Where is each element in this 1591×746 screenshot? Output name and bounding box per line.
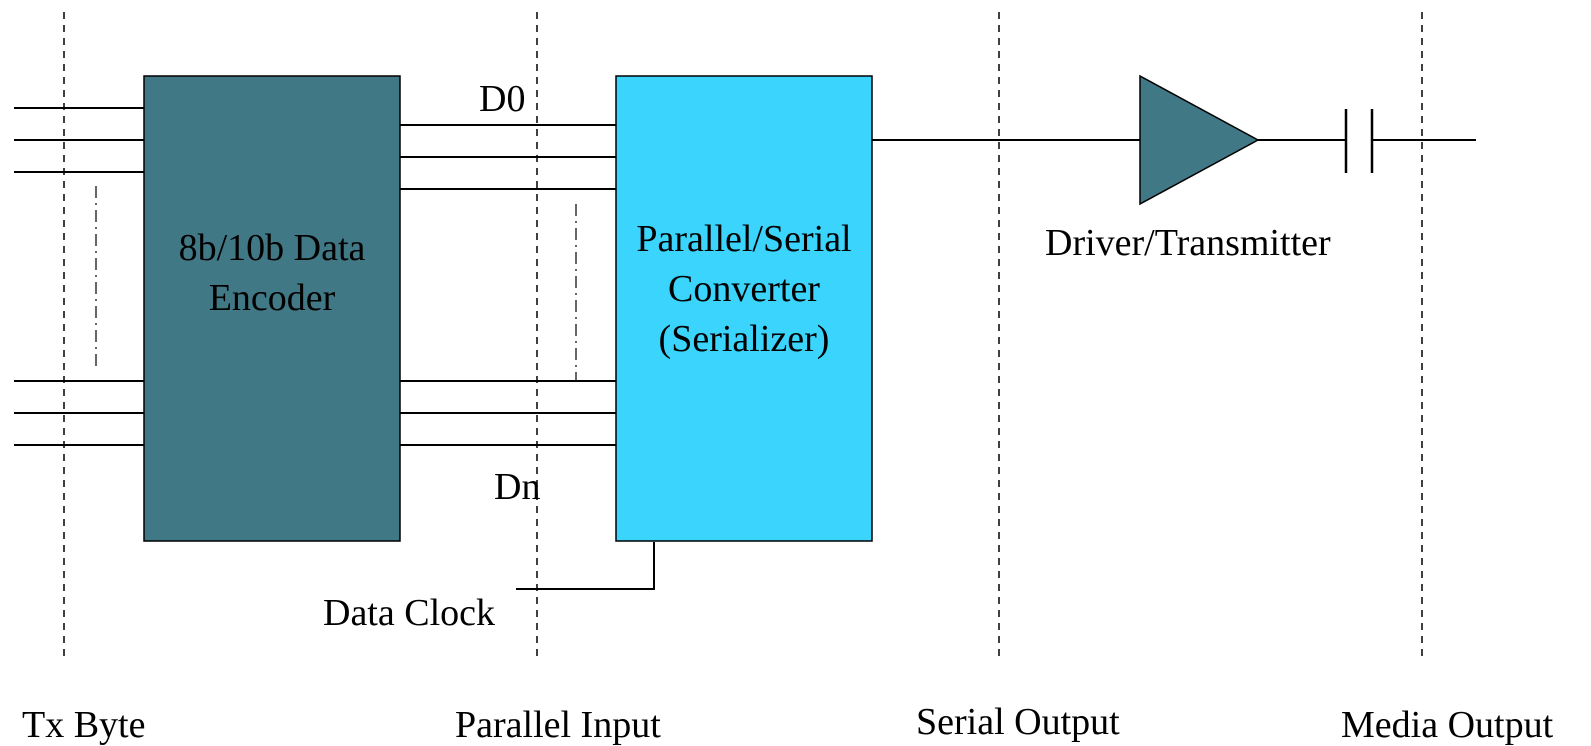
driver-label: Driver/Transmitter <box>1045 222 1331 264</box>
driver-triangle <box>1139 74 1260 206</box>
stage-label-serial-output: Serial Output <box>916 701 1120 743</box>
coupling-capacitor <box>1344 109 1374 173</box>
parallel-bus-lines <box>400 124 616 446</box>
serializer-label-line1: Parallel/Serial <box>636 217 852 260</box>
serializer-label-line3: (Serializer) <box>658 317 830 360</box>
encoder-label-line1: 8b/10b Data <box>178 226 366 269</box>
encoder-input-lines <box>14 107 144 446</box>
serializer-label: Parallel/Serial Converter (Serializer) <box>610 76 878 541</box>
data-clock-label: Data Clock <box>323 592 496 634</box>
dn-label: Dn <box>494 466 541 508</box>
data-clock-line <box>516 542 655 590</box>
encoder-block <box>143 75 401 542</box>
serializer-label-line2: Converter <box>668 267 820 310</box>
stage-label-media-output: Media Output <box>1341 704 1554 746</box>
stage-label-tx-byte: Tx Byte <box>22 704 146 746</box>
continuation-markers <box>95 186 577 380</box>
encoder-label-line2: Encoder <box>208 276 336 319</box>
stage-label-parallel-input: Parallel Input <box>455 704 661 746</box>
serializer-block <box>615 75 873 542</box>
stage-boundaries <box>63 12 1423 660</box>
d0-label: D0 <box>479 78 526 120</box>
encoder-label: 8b/10b Data Encoder <box>144 76 400 541</box>
